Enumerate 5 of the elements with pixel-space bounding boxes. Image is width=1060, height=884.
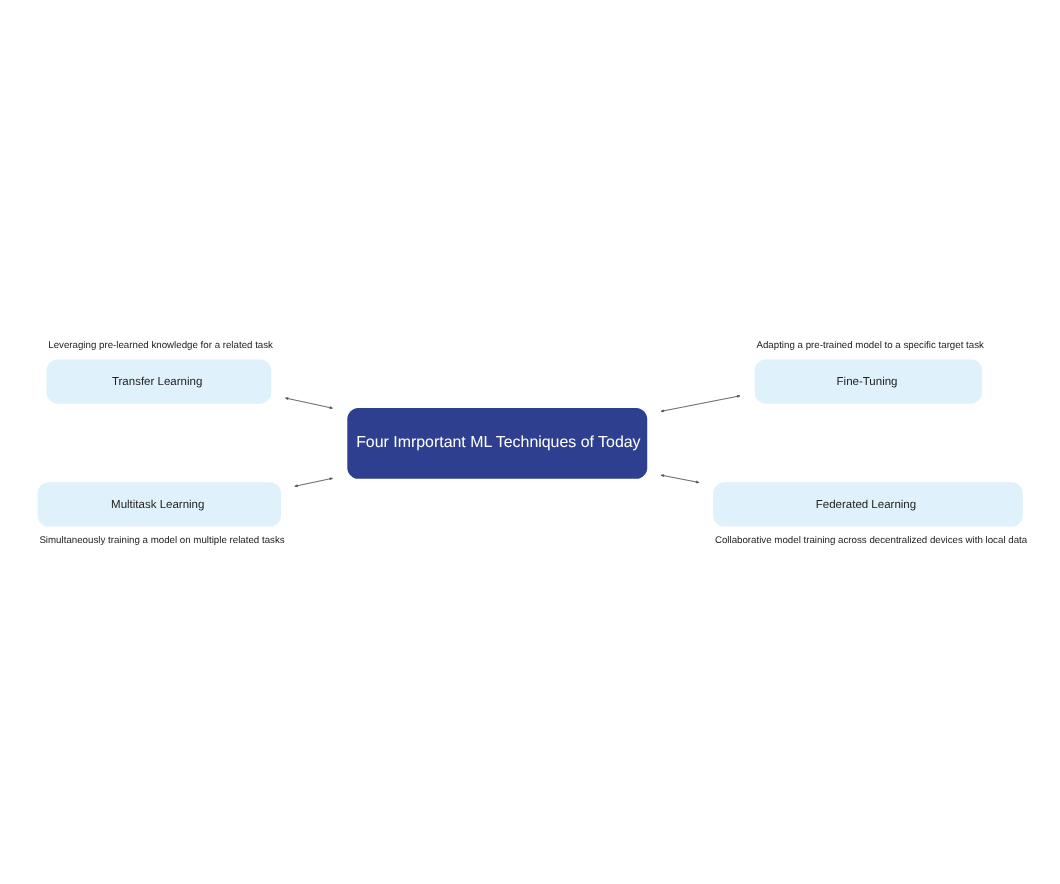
arrow bbox=[294, 476, 333, 487]
arrow bbox=[660, 473, 700, 483]
node-box: Four Imrportant ML Techniques of Today bbox=[347, 407, 648, 478]
arrow bbox=[660, 394, 741, 412]
arrow bbox=[284, 396, 333, 408]
